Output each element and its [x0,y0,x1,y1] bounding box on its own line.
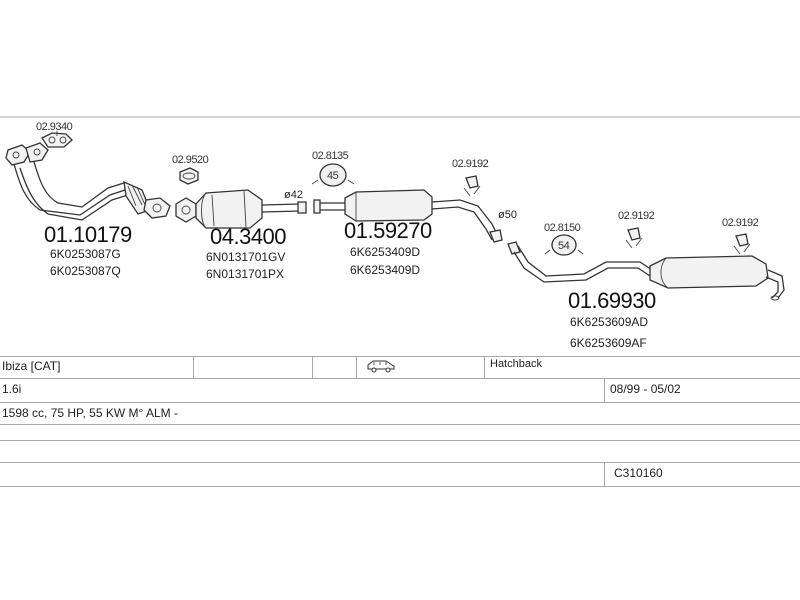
ref-rear-2: 6K6253609AF [570,336,647,350]
engine: 1.6i [2,382,22,396]
gasket-02-9340[interactable] [41,131,73,148]
table-line-1 [0,356,800,357]
table-divider-1 [193,356,194,378]
table-divider-4 [484,356,485,378]
part-number-rear-silencer: 01.69930 [568,288,656,313]
table-line-7 [0,486,800,487]
table-line-4 [0,424,800,425]
table-divider-6 [604,462,605,486]
gasket-label-2: 02.9520 [172,154,209,166]
part-number-downpipe: 01.10179 [44,222,132,247]
table-divider-5 [604,378,605,402]
clamp-label-2: 02.8150 [544,222,581,234]
production-years: 08/99 - 05/02 [610,382,681,396]
hanger-label-2: 02.9192 [618,210,655,222]
hanger-label-3: 02.9192 [722,217,759,229]
clamp-size-54: 54 [558,240,570,252]
gasket-label-1: 02.9340 [36,121,73,133]
hanger-02-9192-a[interactable] [463,175,481,197]
clamp-size-45: 45 [327,170,339,182]
part-number-middle-silencer: 01.59270 [344,218,432,243]
ref-downpipe-1: 6K0253087G [50,247,121,261]
ref-catalyst-2: 6N0131701PX [206,267,284,281]
clamp-02-8150[interactable] [544,234,584,256]
rear-silencer-part[interactable] [507,241,785,301]
part-number-catalyst: 04.3400 [210,224,286,249]
ref-middle-2: 6K6253409D [350,263,420,277]
diameter-label-50: ø50 [498,209,517,221]
hanger-label-1: 02.9192 [452,158,489,170]
ref-rear-1: 6K6253609AD [570,315,648,329]
ref-catalyst-1: 6N0131701GV [206,250,285,264]
ref-downpipe-2: 6K0253087Q [50,264,121,278]
system-code: C310160 [614,466,663,480]
hanger-02-9192-b[interactable] [625,227,643,249]
diameter-label-42: ø42 [284,189,303,201]
table-line-6 [0,462,800,463]
table-line-3 [0,402,800,403]
catalyst-part[interactable] [175,189,307,229]
table-line-2 [0,378,800,379]
engine-details: 1598 cc, 75 HP, 55 KW M° ALM - [2,406,178,420]
downpipe-part[interactable] [5,142,171,221]
ref-middle-1: 6K6253409D [350,245,420,259]
table-divider-2 [312,356,313,378]
table-line-5 [0,440,800,441]
table-divider-3 [356,356,357,378]
car-icon [366,359,396,376]
body-type: Hatchback [490,358,542,370]
clamp-02-8135[interactable] [311,163,355,187]
hanger-02-9192-c[interactable] [733,233,751,255]
middle-silencer-part[interactable] [313,189,503,243]
vehicle-model: Ibiza [CAT] [2,359,61,373]
clamp-label-1: 02.8135 [312,150,349,162]
gasket-02-9520[interactable] [179,167,199,185]
